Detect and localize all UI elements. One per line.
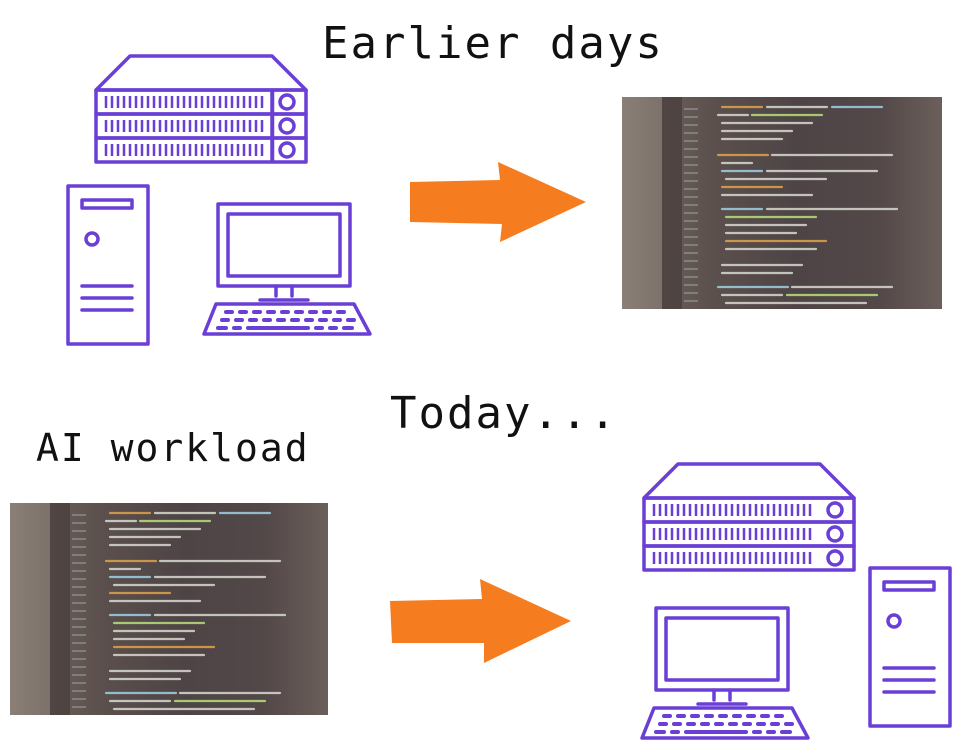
earlier-days-heading: Earlier days — [322, 18, 664, 69]
right-arrow-icon — [410, 162, 586, 242]
desktop-tower-icon — [868, 566, 952, 728]
code-screen-photo — [622, 97, 942, 309]
server-rack-icon — [94, 54, 308, 164]
code-screen-photo — [10, 503, 328, 715]
desktop-tower-icon — [66, 184, 150, 346]
right-arrow-icon — [390, 579, 571, 663]
server-rack-icon — [642, 462, 856, 572]
ai-workload-label: AI workload — [36, 426, 310, 470]
today-heading: Today... — [390, 388, 618, 439]
monitor-keyboard-icon — [640, 606, 810, 740]
monitor-keyboard-icon — [202, 202, 372, 336]
